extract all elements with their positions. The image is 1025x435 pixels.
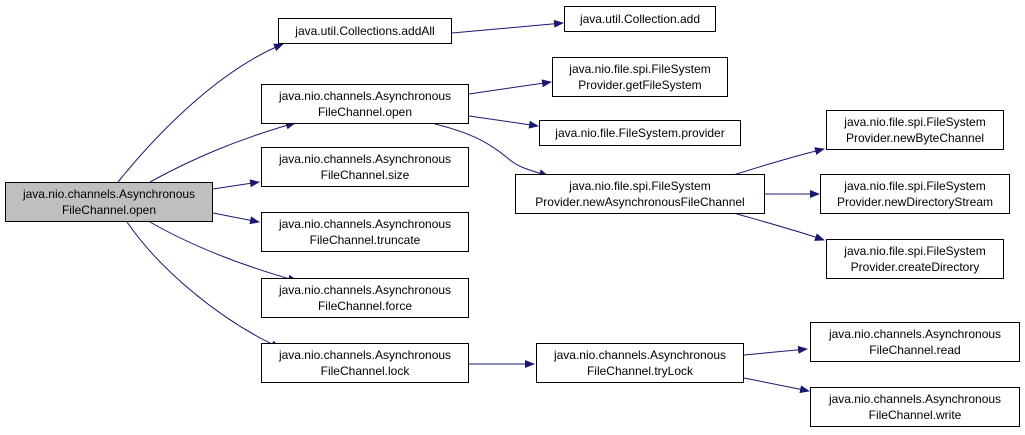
node-label-line2: FileChannel.open	[61, 203, 157, 217]
node-label-line2: Provider.createDirectory	[850, 260, 980, 274]
node-fs-provider-createdirectory[interactable]: java.nio.file.spi.FileSystem Provider.cr…	[826, 239, 1004, 279]
node-label-line2: Provider.newByteChannel	[845, 131, 985, 145]
node-root-asynchronous-file-channel-open[interactable]: java.nio.channels.Asynchronous FileChann…	[5, 182, 213, 222]
node-label-line1: java.nio.file.spi.FileSystem	[844, 179, 986, 193]
node-afc-write[interactable]: java.nio.channels.Asynchronous FileChann…	[810, 387, 1020, 427]
node-collections-addall[interactable]: java.util.Collections.addAll	[278, 18, 452, 44]
node-label-line2: Provider.newDirectoryStream	[836, 195, 994, 209]
edge-root-to-size	[212, 179, 260, 190]
node-label-line1: java.nio.channels.Asynchronous	[278, 152, 452, 166]
node-label-line2: Provider.getFileSystem	[578, 78, 702, 92]
node-label-line1: java.nio.file.spi.FileSystem	[569, 62, 711, 76]
node-label-line1: java.nio.channels.Asynchronous	[278, 283, 452, 297]
edge-new-afc-to-create-dir	[729, 211, 825, 241]
node-fs-provider-newdirectorystream[interactable]: java.nio.file.spi.FileSystem Provider.ne…	[820, 174, 1010, 214]
edge-root-to-lock	[126, 221, 281, 349]
node-label-line1: java.nio.channels.Asynchronous	[278, 348, 452, 362]
edge-afc-open-to-get-fs	[468, 79, 552, 95]
node-label-line2: FileChannel.lock	[320, 364, 410, 378]
edge-trylock-to-read	[743, 345, 808, 356]
node-label-line1: java.nio.channels.Asynchronous	[828, 327, 1002, 341]
node-label-line1: java.nio.channels.Asynchronous	[22, 187, 196, 201]
node-label-line2: FileChannel.size	[320, 168, 410, 182]
node-label-line1: java.nio.file.spi.FileSystem	[844, 115, 986, 129]
edge-root-to-truncate	[212, 212, 260, 225]
node-label-line2: FileChannel.force	[317, 299, 413, 313]
node-label-line1: java.nio.file.spi.FileSystem	[844, 244, 986, 258]
node-fs-provider-newasynchronousfilechannel[interactable]: java.nio.file.spi.FileSystem Provider.ne…	[515, 174, 765, 214]
edge-trylock-to-write	[743, 377, 810, 394]
node-label-line1: java.nio.channels.Asynchronous	[278, 89, 452, 103]
node-label-line2: FileChannel.write	[868, 408, 962, 422]
edge-root-to-force	[149, 221, 298, 283]
node-afc-size[interactable]: java.nio.channels.Asynchronous FileChann…	[261, 147, 469, 187]
node-label-line1: java.nio.channels.Asynchronous	[278, 217, 452, 231]
node-label-line1: java.nio.channels.Asynchronous	[828, 392, 1002, 406]
edge-afc-open-to-fs-provider	[468, 115, 539, 129]
node-label-line1: java.nio.file.spi.FileSystem	[569, 179, 711, 193]
node-afc-force[interactable]: java.nio.channels.Asynchronous FileChann…	[261, 278, 469, 318]
node-label-line1: java.util.Collection.add	[579, 12, 701, 26]
node-afc-lock[interactable]: java.nio.channels.Asynchronous FileChann…	[261, 343, 469, 383]
edge-new-afc-to-new-bc	[729, 147, 825, 177]
edge-root-to-afc-open	[149, 121, 296, 183]
node-label-line2: FileChannel.tryLock	[586, 364, 694, 378]
node-label-line1: java.util.Collections.addAll	[295, 24, 435, 38]
node-fs-provider-newbytechannel[interactable]: java.nio.file.spi.FileSystem Provider.ne…	[826, 110, 1004, 150]
node-label-line2: Provider.newAsynchronousFileChannel	[535, 195, 745, 209]
node-fs-provider-getfilesystem[interactable]: java.nio.file.spi.FileSystem Provider.ge…	[552, 57, 728, 97]
node-label-line1: java.nio.file.FileSystem.provider	[555, 126, 725, 140]
node-afc-open[interactable]: java.nio.channels.Asynchronous FileChann…	[261, 84, 469, 124]
node-afc-truncate[interactable]: java.nio.channels.Asynchronous FileChann…	[261, 212, 469, 252]
node-afc-trylock[interactable]: java.nio.channels.Asynchronous FileChann…	[536, 343, 744, 383]
node-filesystem-provider[interactable]: java.nio.file.FileSystem.provider	[539, 120, 741, 146]
node-label-line2: FileChannel.read	[869, 343, 961, 357]
node-label-line2: FileChannel.truncate	[309, 233, 421, 247]
node-label-line2: FileChannel.open	[317, 105, 413, 119]
edge-afc-open-to-new-afc	[434, 123, 549, 177]
node-collection-add[interactable]: java.util.Collection.add	[564, 6, 716, 32]
node-label-line1: java.nio.channels.Asynchronous	[553, 348, 727, 362]
edge-addall-to-coll-add	[451, 19, 564, 34]
edge-root-to-addall	[117, 43, 284, 183]
node-afc-read[interactable]: java.nio.channels.Asynchronous FileChann…	[810, 322, 1020, 362]
